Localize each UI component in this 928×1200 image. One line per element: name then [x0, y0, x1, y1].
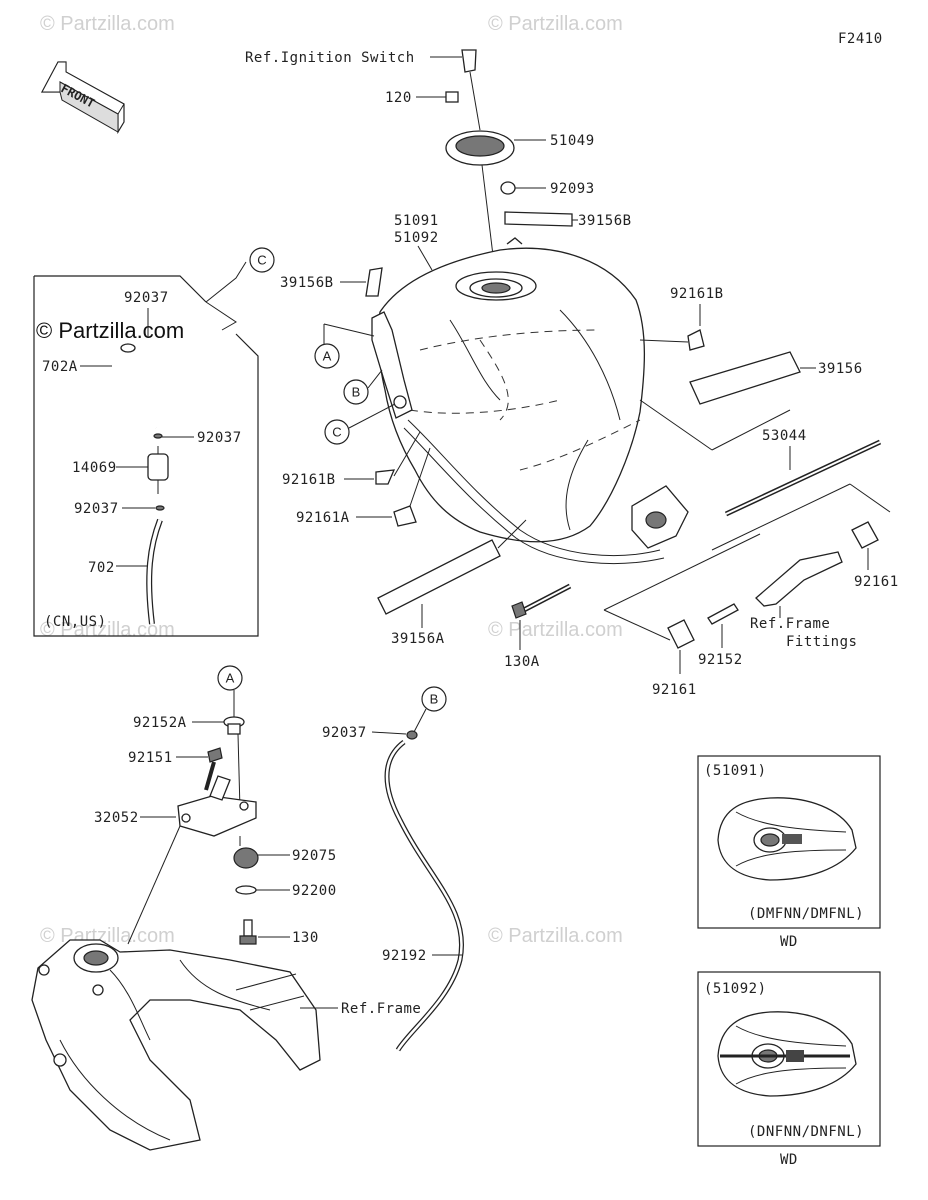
callout-a: [314, 343, 340, 369]
damper-92161-right: 92161: [711, 483, 899, 590]
diagram-code: F2410: [838, 31, 883, 47]
label-120: 120: [385, 90, 412, 106]
label-cn-us: (CN,US): [44, 614, 107, 630]
label-92161A: 92161A: [296, 510, 350, 526]
variant-2-models: (DNFNN/DNFNL): [748, 1124, 864, 1140]
label-51091: 51091: [394, 213, 439, 229]
watermark: © Partzilla.com: [488, 925, 623, 947]
label-702: 702: [88, 560, 115, 576]
label-702A: 702A: [42, 359, 78, 375]
label-130: 130: [292, 930, 319, 946]
ignition-switch-ref: Ref.Ignition Switch: [245, 49, 481, 131]
callout-a-letter: A: [323, 349, 332, 364]
variant-box-51091: (51091) (DMFNN/DMFNL) WD: [697, 755, 881, 950]
label-sticker-39156B-left: 39156B: [280, 267, 383, 297]
variant-box-51092: (51092) (DNFNN/DNFNL) WD: [697, 971, 881, 1168]
label-92161-right: 92161: [854, 574, 899, 590]
rod-53044: 53044: [724, 428, 882, 517]
bolt-130A: 130A: [504, 583, 572, 670]
collar-92152: 92152: [698, 603, 743, 668]
sticker-39156A: 39156A: [377, 519, 527, 647]
label-92037-3: 92037: [74, 501, 119, 517]
callout-a-lower-letter: A: [226, 671, 235, 686]
variant-2-caption: WD: [780, 1152, 798, 1168]
label-51049: 51049: [550, 133, 595, 149]
watermark: © Partzilla.com: [488, 619, 623, 641]
label-92161B-left: 92161B: [282, 472, 336, 488]
callout-c-inset-letter: C: [257, 253, 266, 268]
label-92093: 92093: [550, 181, 595, 197]
callout-b: [343, 379, 369, 405]
evap-hose-inset: C 92037 702A 92037 14069 92037 702 (CN,U…: [33, 247, 275, 637]
label-92161-bottom: 92161: [652, 682, 697, 698]
label-53044: 53044: [762, 428, 807, 444]
variant-1-models: (DMFNN/DMFNL): [748, 906, 864, 922]
label-92152A: 92152A: [133, 715, 187, 731]
callouts-tank: A B C: [314, 323, 396, 445]
damper-92161-bottom: 92161: [603, 533, 761, 698]
variant-1-caption: WD: [780, 934, 798, 950]
callout-a-lower: [217, 665, 243, 691]
label-ref-frame: Ref.Frame: [341, 1001, 421, 1017]
label-39156A: 39156A: [391, 631, 445, 647]
label-92037-b: 92037: [322, 725, 367, 741]
frame: Ref.Frame: [31, 825, 421, 1151]
label-92161B-right: 92161B: [670, 286, 724, 302]
variant-2-part: (51092): [704, 981, 767, 997]
watermark: © Partzilla.com: [40, 13, 175, 35]
breather-hose-92192: B 92037 92192: [322, 686, 464, 1052]
label-32052: 32052: [94, 810, 139, 826]
label-39156: 39156: [818, 361, 863, 377]
callout-b-lower-letter: B: [430, 692, 439, 707]
filler-cap-51049: 51049 92093: [445, 130, 595, 281]
callout-b-lower: [421, 686, 447, 712]
label-39156B-left: 39156B: [280, 275, 334, 291]
label-92200: 92200: [292, 883, 337, 899]
variant-1-part: (51091): [704, 763, 767, 779]
watermark: © Partzilla.com: [488, 13, 623, 35]
label-39156B-top: 39156B: [578, 213, 632, 229]
callout-b-letter: B: [352, 385, 361, 400]
sticker-39156: 39156: [639, 351, 863, 451]
callout-c-inset: [249, 247, 275, 273]
front-arrow-icon: FRONT: [41, 61, 125, 135]
label-14069: 14069: [72, 460, 117, 476]
label-92037-1: 92037: [124, 290, 169, 306]
rear-mount-stack: A 92152A 92151 32052 92075 92200 130: [94, 665, 337, 946]
callout-c-letter: C: [332, 425, 341, 440]
label-92192: 92192: [382, 948, 427, 964]
bolt-120: 120: [385, 90, 459, 106]
label-ref-ignition: Ref.Ignition Switch: [245, 50, 415, 66]
label-92075: 92075: [292, 848, 337, 864]
label-ref-frame-fittings-1: Ref.Frame: [750, 616, 830, 632]
label-92037-2: 92037: [197, 430, 242, 446]
frame-fittings-ref: Ref.Frame Fittings: [750, 551, 857, 650]
fuel-tank: [371, 237, 689, 564]
label-51092: 51092: [394, 230, 439, 246]
callout-c: [324, 419, 350, 445]
watermark-dark: © Partzilla.com: [36, 318, 184, 343]
label-92151: 92151: [128, 750, 173, 766]
damper-92161B-right: 92161B: [639, 286, 724, 351]
damper-92161A: 92161A: [296, 447, 431, 527]
label-sticker-39156B-top: 39156B: [504, 211, 632, 229]
damper-92161B-left: 92161B: [282, 431, 421, 488]
label-ref-frame-fittings-2: Fittings: [786, 634, 857, 650]
label-130A: 130A: [504, 654, 540, 670]
label-92152: 92152: [698, 652, 743, 668]
